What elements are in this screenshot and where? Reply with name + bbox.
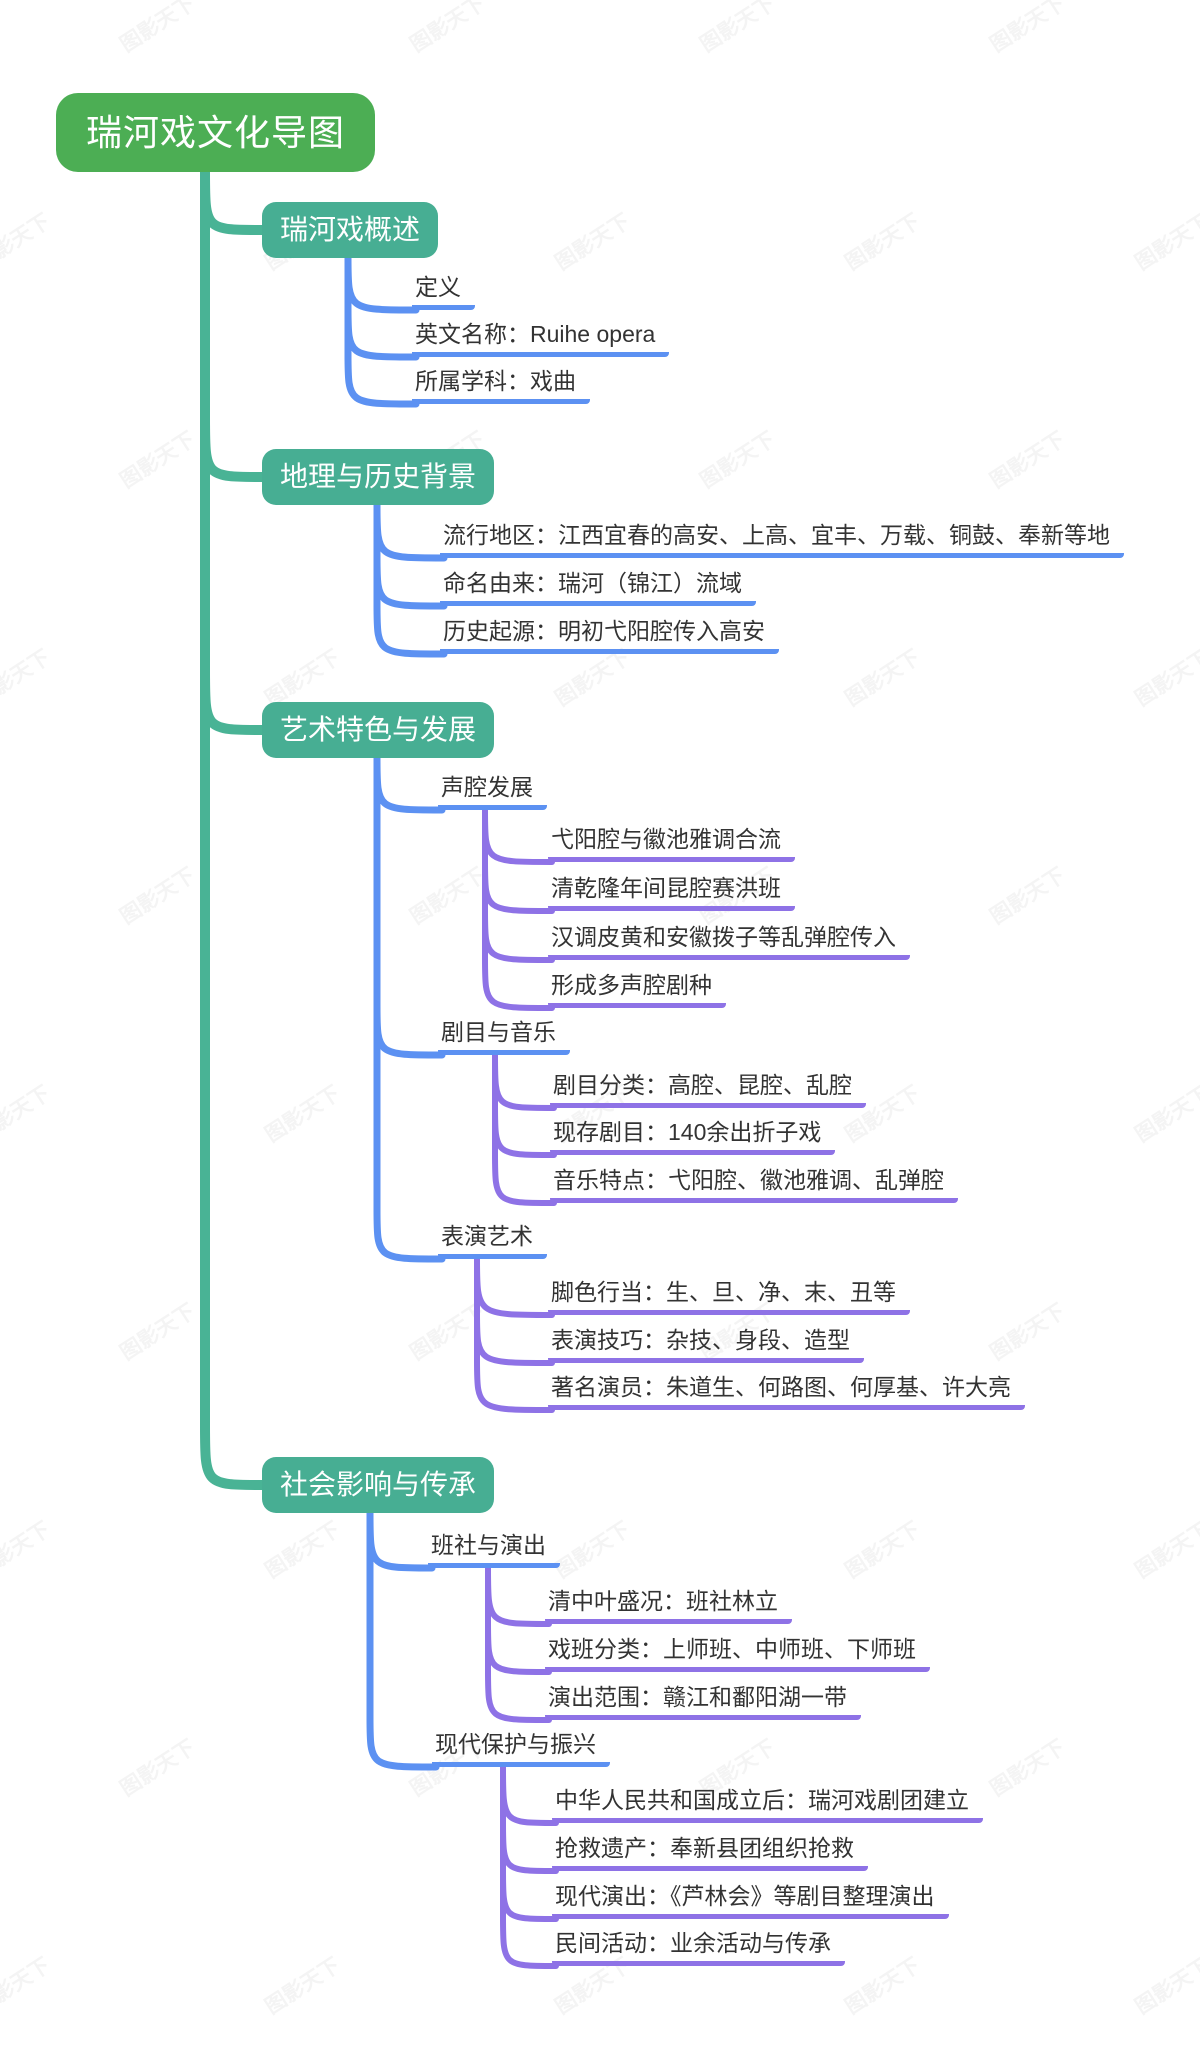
leaf-node-handiao-luantan[interactable]: 汉调皮黄和安徽拨子等乱弹腔传入 (548, 923, 910, 960)
leaf-node-qing-prosperity[interactable]: 清中叶盛况：班社林立 (545, 1587, 792, 1624)
branch-line (492, 1052, 557, 1111)
branch-node-performing-art[interactable]: 表演艺术 (438, 1222, 547, 1259)
branch-line (500, 1764, 559, 1969)
leaf-node-definition[interactable]: 定义 (412, 273, 475, 310)
branch-node-modern-protection[interactable]: 现代保护与振兴 (432, 1730, 610, 1767)
branch-line (482, 807, 555, 1011)
branch-node-repertoire-music[interactable]: 剧目与音乐 (438, 1018, 570, 1055)
branch-line (485, 1565, 552, 1627)
branch-line (482, 807, 555, 963)
leaf-node-origin[interactable]: 历史起源：明初弋阳腔传入高安 (440, 617, 779, 654)
branch-line (500, 1764, 559, 1922)
leaf-node-multi-vocal[interactable]: 形成多声腔剧种 (548, 971, 726, 1008)
leaf-node-folk-activities[interactable]: 民间活动：业余活动与传承 (552, 1929, 845, 1966)
branch-line (482, 807, 555, 865)
leaf-node-subject[interactable]: 所属学科：戏曲 (412, 367, 590, 404)
branch-line (373, 501, 448, 562)
branch-line (366, 1509, 436, 1572)
topic-node-social-heritage[interactable]: 社会影响与传承 (262, 1457, 495, 1513)
leaf-node-yiyang-huichi[interactable]: 弋阳腔与徽池雅调合流 (548, 825, 795, 862)
leaf-node-repertoire-types[interactable]: 剧目分类：高腔、昆腔、乱腔 (550, 1071, 866, 1108)
topic-node-overview[interactable]: 瑞河戏概述 (262, 202, 439, 258)
leaf-node-regions[interactable]: 流行地区：江西宜春的高安、上高、宜丰、万载、铜鼓、奉新等地 (440, 521, 1124, 558)
branch-line (373, 754, 446, 814)
leaf-node-naming[interactable]: 命名由来：瑞河（锦江）流域 (440, 569, 756, 606)
branch-node-vocal-development[interactable]: 声腔发展 (438, 773, 547, 810)
leaf-node-modern-performance[interactable]: 现代演出：《芦林会》等剧目整理演出 (552, 1882, 949, 1919)
leaf-node-qianlong-kunqiang[interactable]: 清乾隆年间昆腔赛洪班 (548, 874, 795, 911)
branch-line (373, 501, 448, 658)
leaf-node-prc-troupe[interactable]: 中华人民共和国成立后：瑞河戏剧团建立 (552, 1786, 983, 1823)
branch-line (474, 1256, 555, 1318)
leaf-node-heritage-rescue[interactable]: 抢救遗产：奉新县团组织抢救 (552, 1834, 868, 1871)
branch-line (200, 167, 268, 735)
leaf-node-performance-range[interactable]: 演出范围：赣江和鄱阳湖一带 (545, 1683, 861, 1720)
leaf-node-troupe-types[interactable]: 戏班分类：上师班、中师班、下师班 (545, 1635, 930, 1672)
branch-node-troupes-performance[interactable]: 班社与演出 (428, 1531, 560, 1568)
leaf-node-performance-skills[interactable]: 表演技巧：杂技、身段、造型 (548, 1326, 864, 1363)
branch-line (344, 253, 420, 314)
branch-line (366, 1509, 440, 1771)
leaf-node-english-name[interactable]: 英文名称：Ruihe opera (412, 320, 670, 357)
leaf-node-role-types[interactable]: 脚色行当：生、旦、净、末、丑等 (548, 1278, 910, 1315)
branch-line (200, 167, 268, 235)
branch-line (485, 1565, 552, 1723)
leaf-node-music-features[interactable]: 音乐特点：弋阳腔、徽池雅调、乱弹腔 (550, 1166, 958, 1203)
branch-line (200, 167, 268, 1490)
branch-line (344, 253, 420, 408)
leaf-node-existing-repertoire[interactable]: 现存剧目：140余出折子戏 (550, 1118, 836, 1155)
topic-node-geography-history[interactable]: 地理与历史背景 (262, 449, 495, 505)
branch-line (474, 1256, 555, 1413)
branch-line (373, 754, 446, 1263)
topic-node-art-development[interactable]: 艺术特色与发展 (262, 702, 495, 758)
root-node[interactable]: 瑞河戏文化导图 (56, 93, 376, 172)
branch-line (500, 1764, 559, 1826)
branch-line (492, 1052, 557, 1206)
leaf-node-famous-actors[interactable]: 著名演员：朱道生、何路图、何厚基、许大亮 (548, 1373, 1025, 1410)
